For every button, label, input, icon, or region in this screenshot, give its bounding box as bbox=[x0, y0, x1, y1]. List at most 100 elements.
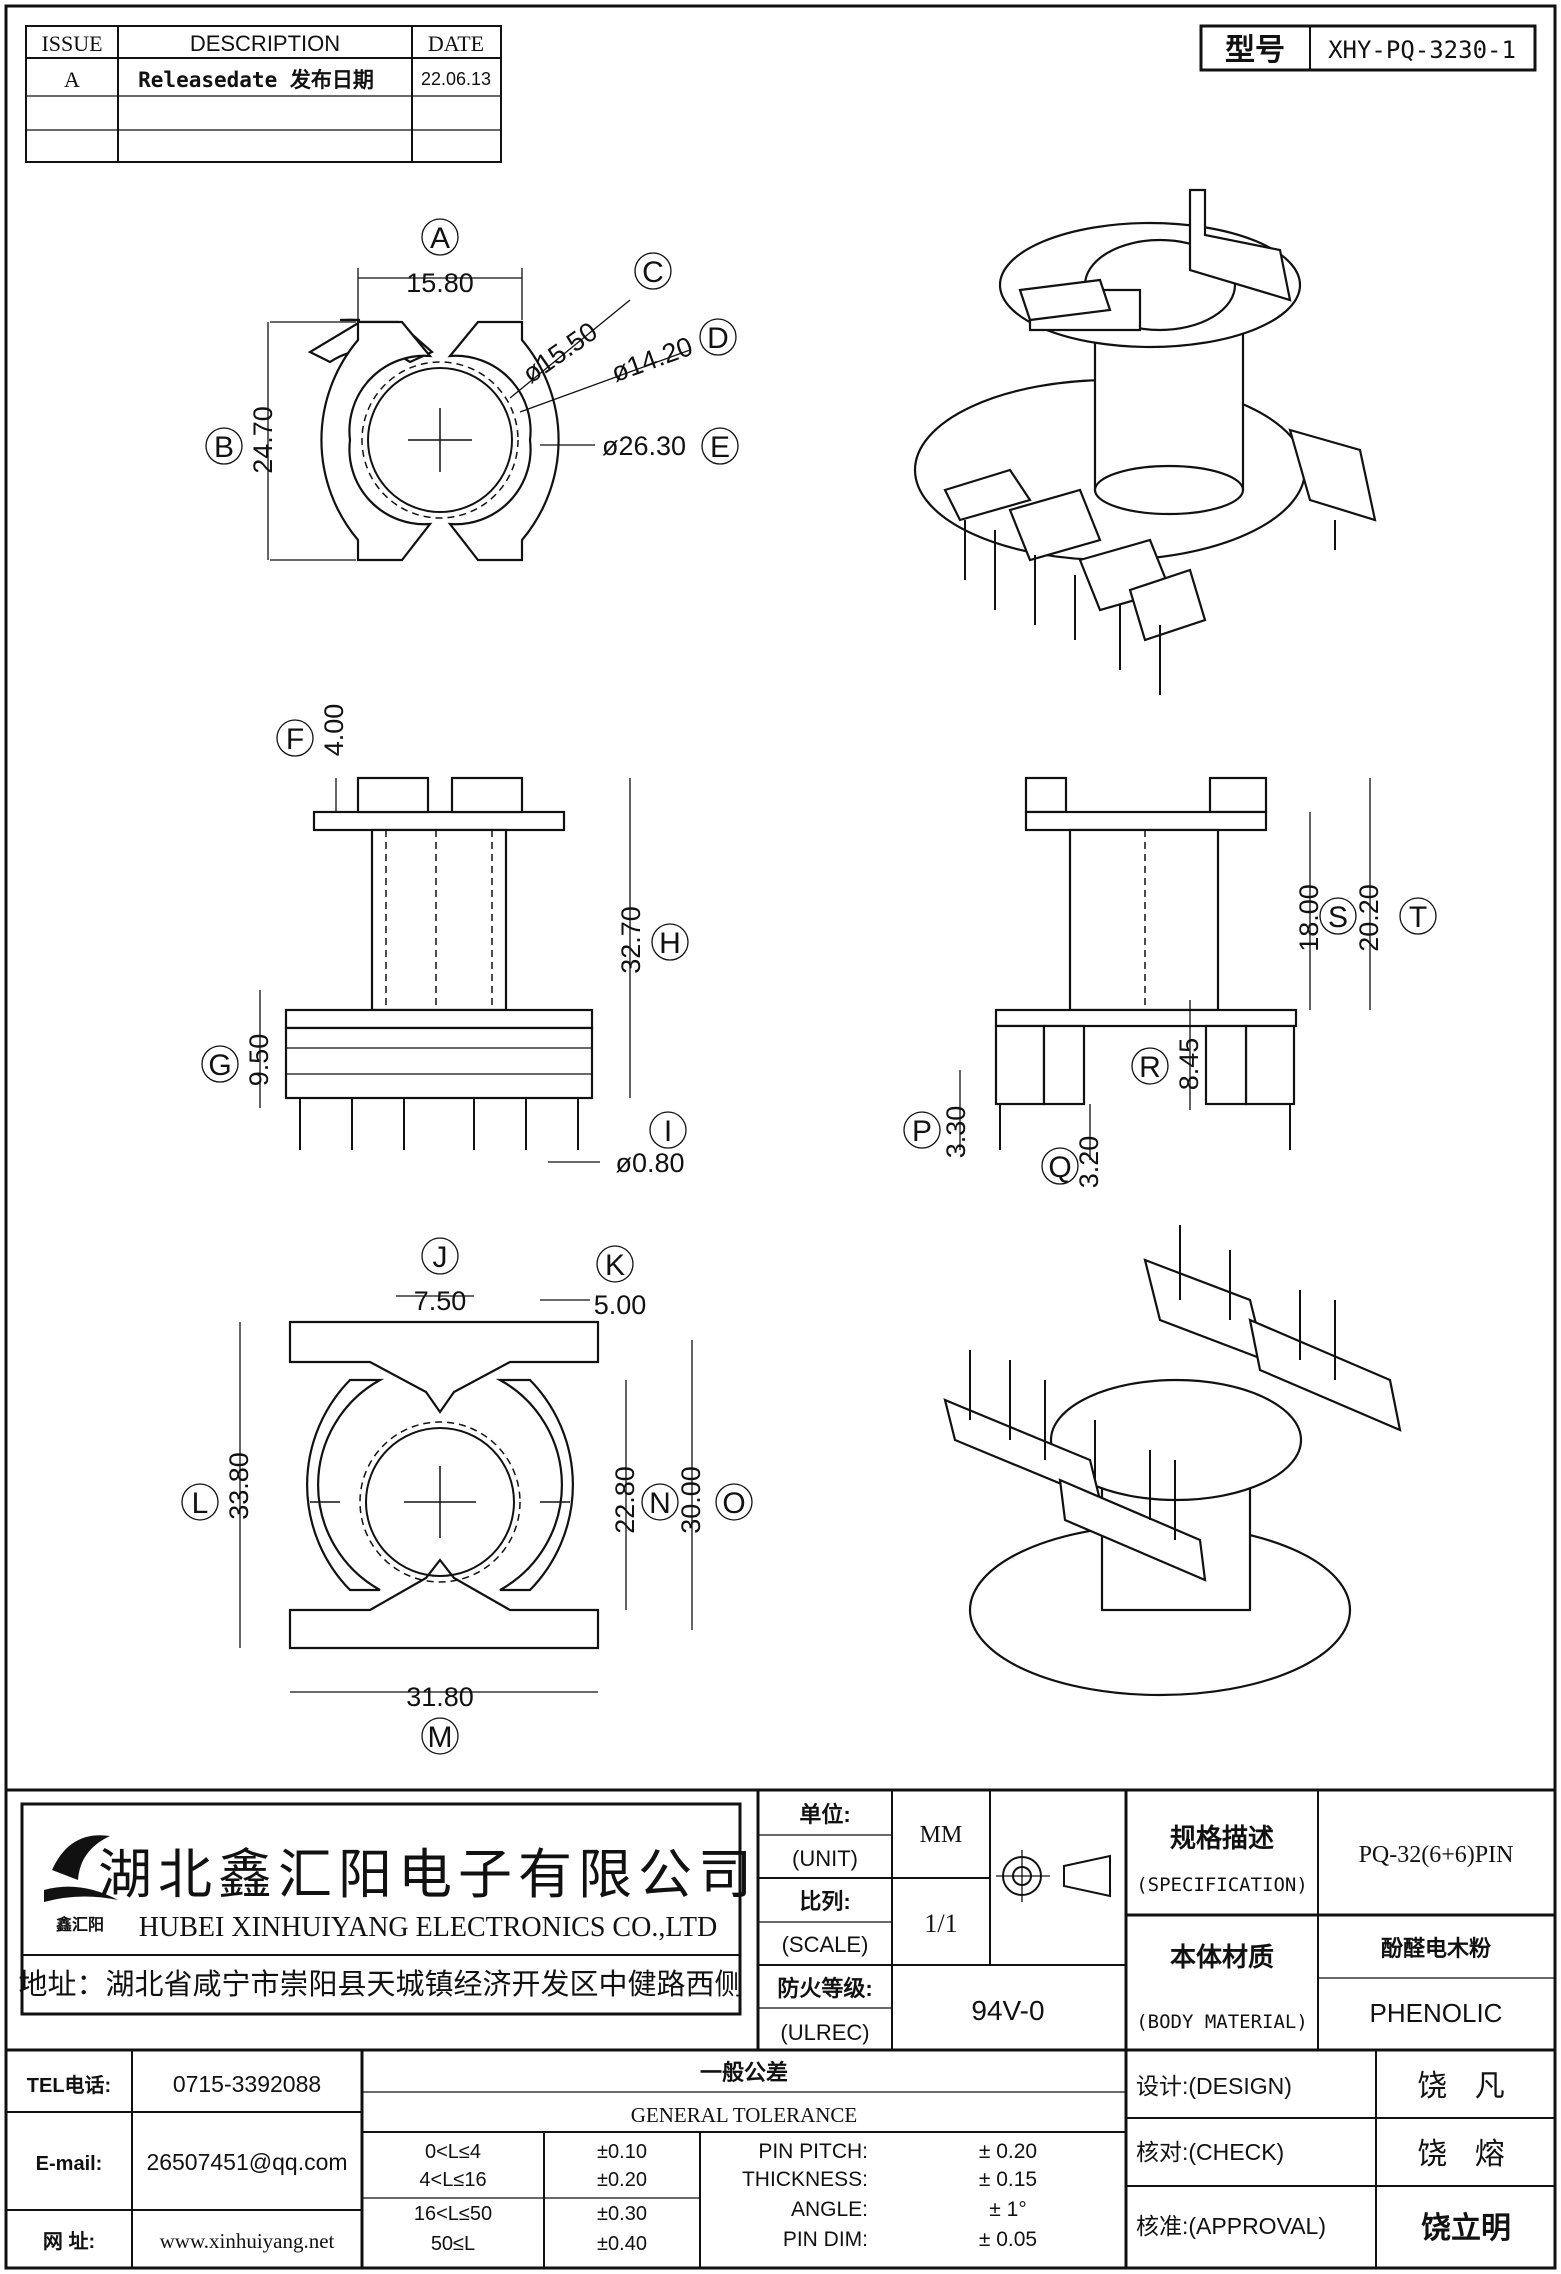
tol-item-3-value: ± 1° bbox=[989, 2198, 1026, 2221]
model-box: 型号 XHY-PQ-3230-1 bbox=[1199, 24, 1537, 72]
projection-symbol-icon bbox=[996, 1850, 1111, 1902]
web-value: www.xinhuiyang.net bbox=[160, 2229, 335, 2253]
check-name: 饶 熔 bbox=[1417, 2138, 1515, 2171]
revision-table: ISSUE DESCRIPTION DATE A Releasedate 发布日… bbox=[25, 25, 502, 163]
label-C: C bbox=[642, 256, 664, 289]
label-M: M bbox=[428, 1721, 453, 1754]
dim-A-value: 15.80 bbox=[406, 268, 474, 298]
label-F: F bbox=[286, 723, 304, 756]
dim-K-value: 5.00 bbox=[594, 1290, 647, 1320]
label-S: S bbox=[1328, 901, 1348, 934]
dim-N-value: 22.80 bbox=[610, 1466, 640, 1534]
dim-I-value: ø0.80 bbox=[615, 1148, 684, 1178]
tol-value-2: ±0.20 bbox=[597, 2169, 647, 2191]
tel-value: 0715-3392088 bbox=[173, 2071, 321, 2097]
email-value: 26507451@qq.com bbox=[146, 2149, 347, 2175]
dim-L-value: 33.80 bbox=[224, 1452, 254, 1520]
scale-label-cn: 比列: bbox=[799, 1889, 850, 1914]
tel-label: TEL电话: bbox=[27, 2074, 111, 2097]
material-value-cn: 酚醛电木粉 bbox=[1381, 1936, 1491, 1961]
title-block bbox=[6, 1788, 1555, 2268]
label-B: B bbox=[214, 431, 234, 464]
company-logo: 鑫汇阳 bbox=[44, 1835, 118, 1934]
header-issue: ISSUE bbox=[41, 31, 102, 56]
tol-item-1: PIN PITCH: bbox=[758, 2140, 868, 2163]
bottom-view: 7.50 5.00 33.80 31.80 22.80 30.00 J K L … bbox=[181, 1237, 753, 1755]
tol-value-1: ±0.10 bbox=[597, 2141, 647, 2163]
scale-value: 1/1 bbox=[924, 1909, 957, 1938]
unit-value: MM bbox=[920, 1822, 963, 1848]
ul-label-cn: 防火等级: bbox=[777, 1976, 872, 2001]
design-label: 设计:(DESIGN) bbox=[1136, 2073, 1292, 2099]
dim-T-value: 20.20 bbox=[1354, 884, 1384, 952]
dim-S-value: 18.00 bbox=[1294, 884, 1324, 952]
tol-item-4: PIN DIM: bbox=[783, 2228, 868, 2251]
label-P: P bbox=[912, 1115, 932, 1148]
approval-label: 核准:(APPROVAL) bbox=[1136, 2213, 1326, 2239]
label-E: E bbox=[710, 431, 730, 464]
tol-item-2: THICKNESS: bbox=[742, 2168, 868, 2191]
revision-issue: A bbox=[64, 67, 80, 92]
label-I: I bbox=[664, 1115, 672, 1148]
tol-range-2: 4<L≤16 bbox=[419, 2169, 486, 2191]
tol-value-3: ±0.30 bbox=[597, 2203, 647, 2225]
dim-B-value: 24.70 bbox=[248, 406, 278, 474]
dim-D-value: ø14.20 bbox=[607, 331, 696, 388]
email-label: E-mail: bbox=[36, 2153, 103, 2175]
sheet-border bbox=[4, 4, 1557, 2270]
company-name-en: HUBEI XINHUIYANG ELECTRONICS CO.,LTD bbox=[139, 1912, 717, 1943]
label-R: R bbox=[1139, 1051, 1161, 1084]
approval-name: 饶立明 bbox=[1421, 2211, 1511, 2245]
unit-label-cn: 单位: bbox=[799, 1802, 850, 1827]
company-address: 地址：湖北省咸宁市崇阳县天城镇经济开发区中健路西侧 bbox=[18, 1968, 743, 2001]
header-date: DATE bbox=[428, 31, 484, 56]
side-view: 18.00 20.20 8.45 3.30 3.20 S T R P Q bbox=[903, 776, 1437, 1189]
revision-date: 22.06.13 bbox=[421, 69, 491, 89]
label-O: O bbox=[722, 1487, 745, 1520]
spec-cells: 单位: (UNIT) MM 比列: (SCALE) 1/1 防火等级: (ULR… bbox=[777, 1802, 1513, 2045]
dim-H-value: 32.70 bbox=[616, 906, 646, 974]
front-view: 4.00 32.70 9.50 ø0.80 F G H I bbox=[201, 704, 689, 1178]
dim-G-value: 9.50 bbox=[244, 1034, 274, 1087]
tolerance-title-en: GENERAL TOLERANCE bbox=[631, 2103, 858, 2127]
spec-value: PQ-32(6+6)PIN bbox=[1359, 1842, 1514, 1868]
material-value-en: PHENOLIC bbox=[1370, 1998, 1503, 2028]
label-H: H bbox=[659, 927, 681, 960]
header-description: DESCRIPTION bbox=[190, 31, 340, 56]
dim-J-value: 7.50 bbox=[414, 1286, 467, 1316]
logo-text: 鑫汇阳 bbox=[55, 1915, 104, 1934]
label-J: J bbox=[433, 1241, 448, 1274]
label-T: T bbox=[1409, 901, 1427, 934]
web-label: 网 址: bbox=[43, 2230, 95, 2253]
tol-range-4: 50≤L bbox=[431, 2233, 475, 2255]
tol-item-3: ANGLE: bbox=[791, 2198, 868, 2221]
company-block: 鑫汇阳 湖北鑫汇阳电子有限公司 HUBEI XINHUIYANG ELECTRO… bbox=[18, 1802, 752, 2016]
label-A: A bbox=[430, 222, 450, 255]
isometric-view-top bbox=[913, 188, 1377, 695]
dim-Q-value: 3.20 bbox=[1074, 1136, 1104, 1189]
tol-range-1: 0<L≤4 bbox=[425, 2141, 481, 2163]
revision-description: Releasedate 发布日期 bbox=[138, 68, 374, 92]
tolerance-block: 一般公差 GENERAL TOLERANCE 0<L≤4 ±0.10 4<L≤1… bbox=[362, 2060, 1126, 2268]
tol-item-4-value: ± 0.05 bbox=[979, 2228, 1037, 2251]
label-G: G bbox=[208, 1049, 231, 1082]
dim-P-value: 3.30 bbox=[941, 1106, 971, 1159]
check-label: 核对:(CHECK) bbox=[1136, 2139, 1284, 2165]
label-L: L bbox=[192, 1487, 209, 1520]
unit-label-en: (UNIT) bbox=[792, 1846, 858, 1871]
top-view: 15.80 24.70 ø15.50 ø14.20 ø26.30 A B C D… bbox=[205, 218, 739, 562]
tolerance-title-cn: 一般公差 bbox=[700, 2060, 788, 2085]
spec-label-cn: 规格描述 bbox=[1170, 1823, 1274, 1853]
label-D: D bbox=[707, 322, 729, 355]
dim-O-value: 30.00 bbox=[676, 1466, 706, 1534]
spec-label-en: (SPECIFICATION) bbox=[1136, 1874, 1308, 1896]
tol-value-4: ±0.40 bbox=[597, 2233, 647, 2255]
model-label: 型号 bbox=[1225, 34, 1285, 67]
label-Q: Q bbox=[1048, 1151, 1071, 1184]
ul-value: 94V-0 bbox=[971, 1995, 1044, 2026]
dim-E-value: ø26.30 bbox=[602, 431, 686, 461]
scale-label-en: (SCALE) bbox=[782, 1932, 869, 1957]
design-name: 饶 凡 bbox=[1417, 2070, 1515, 2103]
model-number: XHY-PQ-3230-1 bbox=[1328, 36, 1516, 64]
